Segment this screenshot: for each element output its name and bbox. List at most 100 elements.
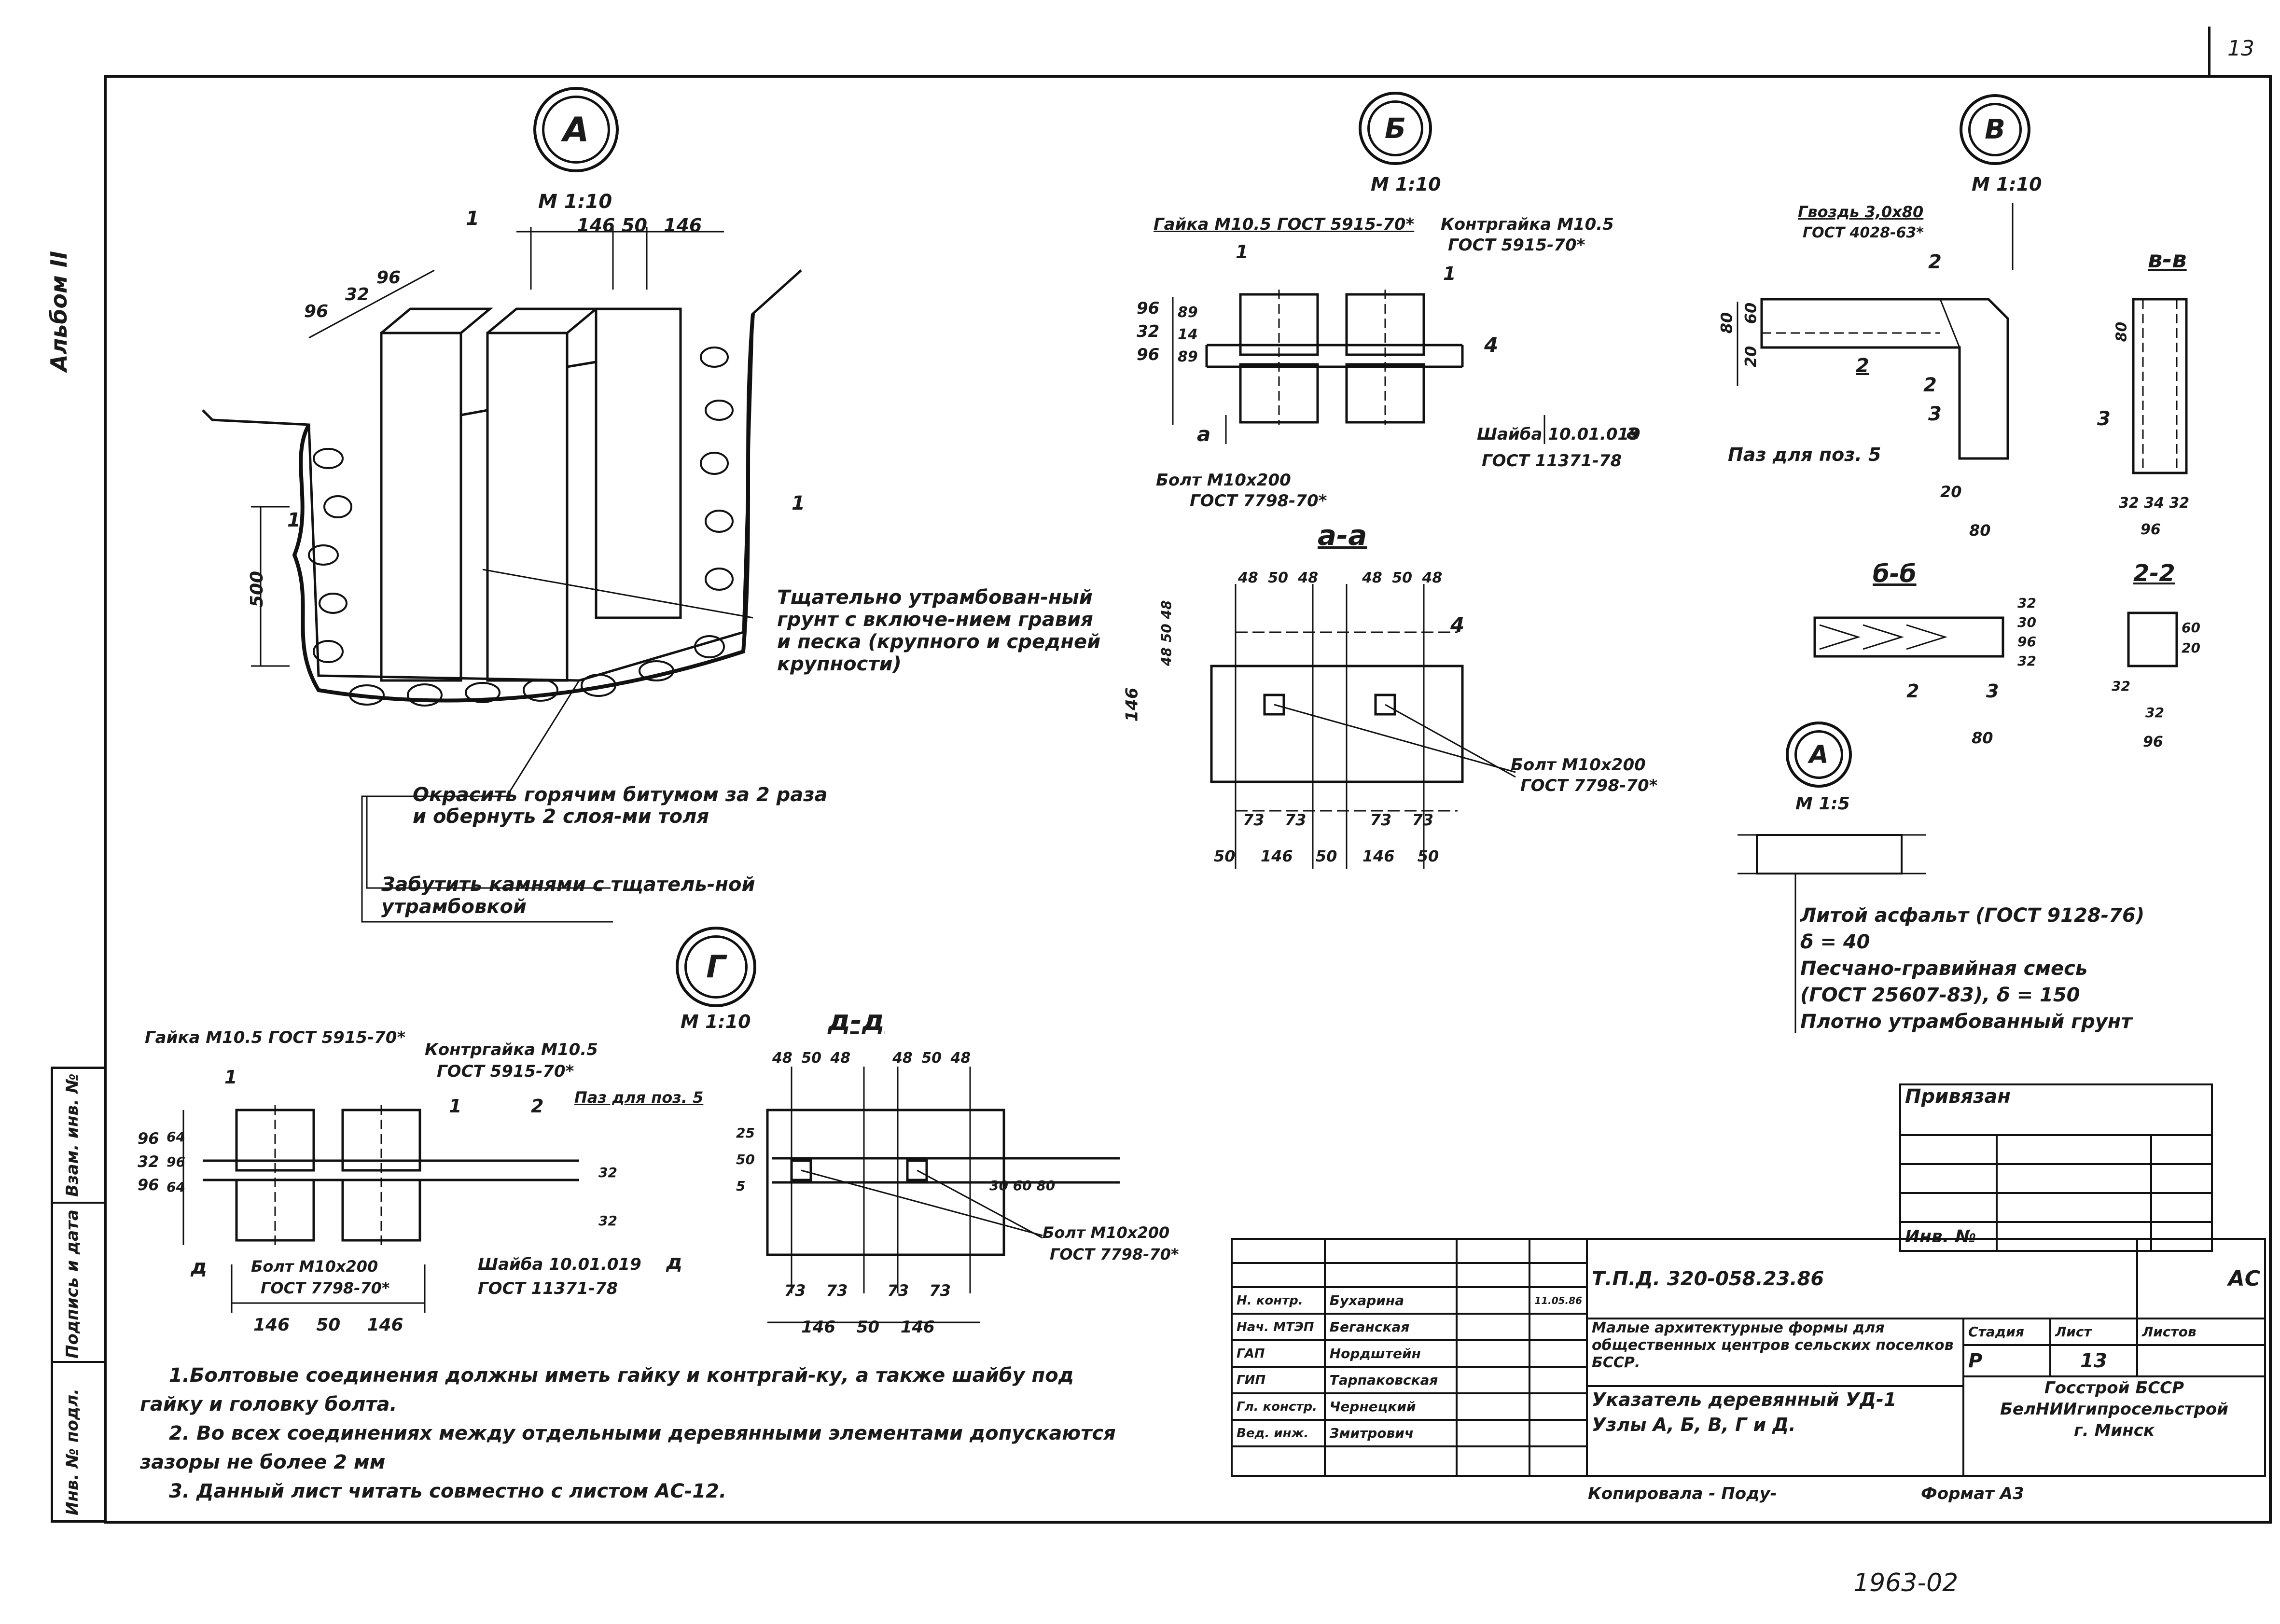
aa-b1-73c: 73 <box>1370 811 1392 829</box>
node-a-dim-50: 50 <box>622 215 647 236</box>
node-v-dim-60: 60 <box>1741 302 1760 324</box>
section-22-dim-32b: 32 <box>2145 705 2164 721</box>
section-22-dim-32a: 32 <box>2112 678 2130 694</box>
dd-left-5: 5 <box>736 1178 746 1194</box>
g-dim-32r2: 32 <box>598 1213 617 1229</box>
section-bb-dim-80: 80 <box>1972 729 1993 747</box>
node-g-marker-letter: Г <box>684 935 748 999</box>
org-2: БелНИИгипросельстрой <box>2000 1400 2228 1419</box>
aa-b2-50b: 50 <box>1315 847 1337 865</box>
aa-left-48a: 48 <box>1158 647 1174 666</box>
node-a-note-soil: Тщательно утрамбован-ный грунт с включе-… <box>777 586 1101 675</box>
aa-b2-146b: 146 <box>1362 847 1395 865</box>
g-dim-96a: 96 <box>138 1129 159 1148</box>
vv-32b: 32 <box>2169 495 2190 512</box>
node-a-note-bitumen: Окрасить горячим битумом за 2 раза и обе… <box>413 784 828 828</box>
node-g-locknut-2: ГОСТ 5915-70* <box>437 1062 574 1081</box>
doc-mark: АС <box>2136 1238 2266 1319</box>
node-v-pos-2a: 2 <box>1928 251 1942 273</box>
node-b-washer-1: Шайба 10.01.019 <box>1477 425 1640 444</box>
staff-sign-3 <box>1455 1366 1531 1394</box>
dd-top-48a: 48 <box>772 1050 792 1067</box>
dd-left-50: 50 <box>736 1152 755 1167</box>
section-dd-title: д-д <box>828 1004 885 1037</box>
node-g-marker: Г <box>676 927 756 1007</box>
section-bb-pos-2: 2 <box>1906 680 1919 702</box>
staff-name-2: Нордштейн <box>1323 1339 1458 1368</box>
dd-b2-146b: 146 <box>900 1318 935 1337</box>
node-b-cut-right: а <box>1627 420 1640 444</box>
dd-b1-73a: 73 <box>784 1281 806 1300</box>
dd-right-30: 30 <box>989 1178 1008 1194</box>
g-dim-64a: 64 <box>167 1129 185 1145</box>
node-a-pos-1: 1 <box>466 208 479 230</box>
section-aa-pos: 4 <box>1450 613 1465 637</box>
staff-name-0: Бухарина <box>1323 1286 1458 1315</box>
org-1: Госстрой БССР <box>2044 1378 2184 1398</box>
bb-dim-96: 96 <box>2017 634 2036 650</box>
g-b-146a: 146 <box>253 1315 290 1335</box>
dd-top-50a: 50 <box>801 1050 821 1067</box>
section-dd-dims-bottom1: 73 73 73 73 <box>784 1281 951 1300</box>
bb-dim-32a: 32 <box>2017 595 2036 611</box>
node-v-marker: В <box>1960 94 2030 165</box>
node-g-nut: Гайка М10.5 ГОСТ 5915-70* <box>145 1028 406 1047</box>
section-vv-dim-80: 80 <box>2113 321 2130 342</box>
sheet-title: Указатель деревянный УД-1 Узлы А, Б, В, … <box>1586 1385 1964 1477</box>
section-aa-dims-top: 48 50 48 48 50 48 <box>1238 569 1442 586</box>
node-b-bolt-2: ГОСТ 7798-70* <box>1190 491 1327 511</box>
stamp-number: 1963-02 <box>1853 1568 1959 1597</box>
staff-sign-1 <box>1455 1313 1531 1341</box>
project-title: Малые архитектурные формы для общественн… <box>1586 1318 1964 1387</box>
g-dim-96c: 96 <box>167 1154 185 1170</box>
section-aa-bolt-2: ГОСТ 7798-70* <box>1520 776 1658 795</box>
dd-right-60: 60 <box>1013 1178 1032 1194</box>
node-b-cut-left: а <box>1197 422 1211 446</box>
s22-dim-20: 20 <box>2182 640 2200 656</box>
node-g-bolt-2: ГОСТ 7798-70* <box>261 1279 390 1297</box>
g-dim-64b: 64 <box>167 1179 185 1195</box>
node-v-dim-20b: 20 <box>1940 483 1962 501</box>
node-b-marker: Б <box>1359 92 1432 165</box>
node-b-pos-1b: 1 <box>1443 263 1456 284</box>
node-a2-l1: Литой асфальт (ГОСТ 9128-76) <box>1800 904 2145 927</box>
dd-top-48c: 48 <box>892 1050 913 1067</box>
node-g-bolt-1: Болт М10х200 <box>251 1257 378 1276</box>
node-a2-marker-letter: А <box>1794 730 1843 779</box>
node-a-pos-2: 1 <box>287 509 301 531</box>
node-g-dims-left2: 64 96 64 <box>167 1124 185 1200</box>
node-v-pos-2b: 2 <box>1856 355 1869 377</box>
node-g-groove: Паз для поз. 5 <box>574 1088 704 1107</box>
staff-role-0: Н. контр. <box>1231 1286 1326 1315</box>
section-aa-title: а-а <box>1318 519 1367 552</box>
s22-dim-60: 60 <box>2182 620 2200 636</box>
node-v-dim-80b: 80 <box>1969 521 1991 540</box>
node-a-scale: М 1:10 <box>538 191 612 213</box>
aa-top-50a: 50 <box>1268 569 1288 586</box>
node-a2-scale: М 1:5 <box>1795 794 1850 814</box>
node-g-pos-1a: 1 <box>224 1067 237 1088</box>
node-g-cut-left: д <box>191 1255 207 1278</box>
dd-left-25: 25 <box>736 1125 755 1141</box>
staff-table: Н. контр. Бухарина 11.05.86 Нач. МТЭП Бе… <box>1231 1238 1588 1477</box>
node-a-dim-146a: 146 <box>577 215 615 236</box>
staff-name-3: Тарпаковская <box>1323 1366 1458 1394</box>
staff-sign-0 <box>1455 1286 1531 1315</box>
note-1: 1.Болтовые соединения должны иметь гайку… <box>140 1364 1074 1416</box>
node-g-dims-bottom: 146 50 146 <box>253 1315 403 1335</box>
section-22-dim-96: 96 <box>2143 734 2163 750</box>
node-v-groove: Паз для поз. 5 <box>1728 444 1881 465</box>
note-3: 3. Данный лист читать совместно с листом… <box>169 1480 727 1502</box>
node-a2-l2: δ = 40 <box>1800 931 1870 953</box>
aa-top-48c: 48 <box>1362 569 1382 586</box>
node-g-pos-1b: 1 <box>449 1096 462 1117</box>
staff-role-4: Гл. констр. <box>1231 1392 1326 1421</box>
node-b-locknut-2: ГОСТ 5915-70* <box>1448 236 1585 255</box>
section-aa-dims-bottom2: 50 146 50 146 50 <box>1214 847 1439 865</box>
staff-role-3: ГИП <box>1231 1366 1326 1394</box>
dd-right-80: 80 <box>1036 1178 1056 1194</box>
section-dd-bolt-1: Болт М10х200 <box>1043 1223 1170 1242</box>
node-g-dims-right: 32 32 <box>598 1149 617 1245</box>
g-b-146b: 146 <box>367 1315 403 1335</box>
